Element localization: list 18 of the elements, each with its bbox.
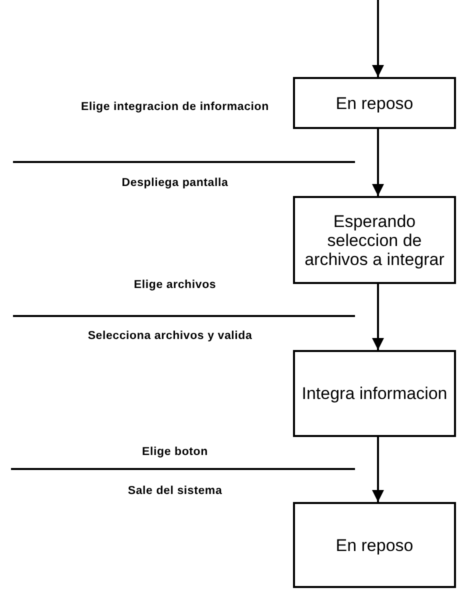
state-box	[293, 350, 456, 437]
state-name: En reposo	[334, 536, 414, 554]
transition-label: Elige boton	[141, 445, 209, 460]
arrow	[372, 129, 384, 196]
arrow	[372, 284, 384, 350]
transition-label: Sale del sistema	[126, 484, 224, 499]
state-box	[293, 77, 456, 129]
arrow	[372, 437, 384, 502]
transition-label: Selecciona archivos y valida	[86, 329, 254, 344]
state-name: Integra informacion	[300, 384, 448, 403]
state-name: Esperando seleccion de archivos a integrar	[304, 212, 446, 268]
state-name: En reposo	[334, 94, 414, 112]
arrow	[372, 0, 384, 77]
state-box	[293, 196, 456, 284]
state-box	[293, 502, 456, 588]
transition-label: Elige archivos	[132, 278, 218, 293]
transition-label: Despliega pantalla	[120, 176, 230, 191]
transition-label: Elige integracion de informacion	[80, 100, 270, 115]
